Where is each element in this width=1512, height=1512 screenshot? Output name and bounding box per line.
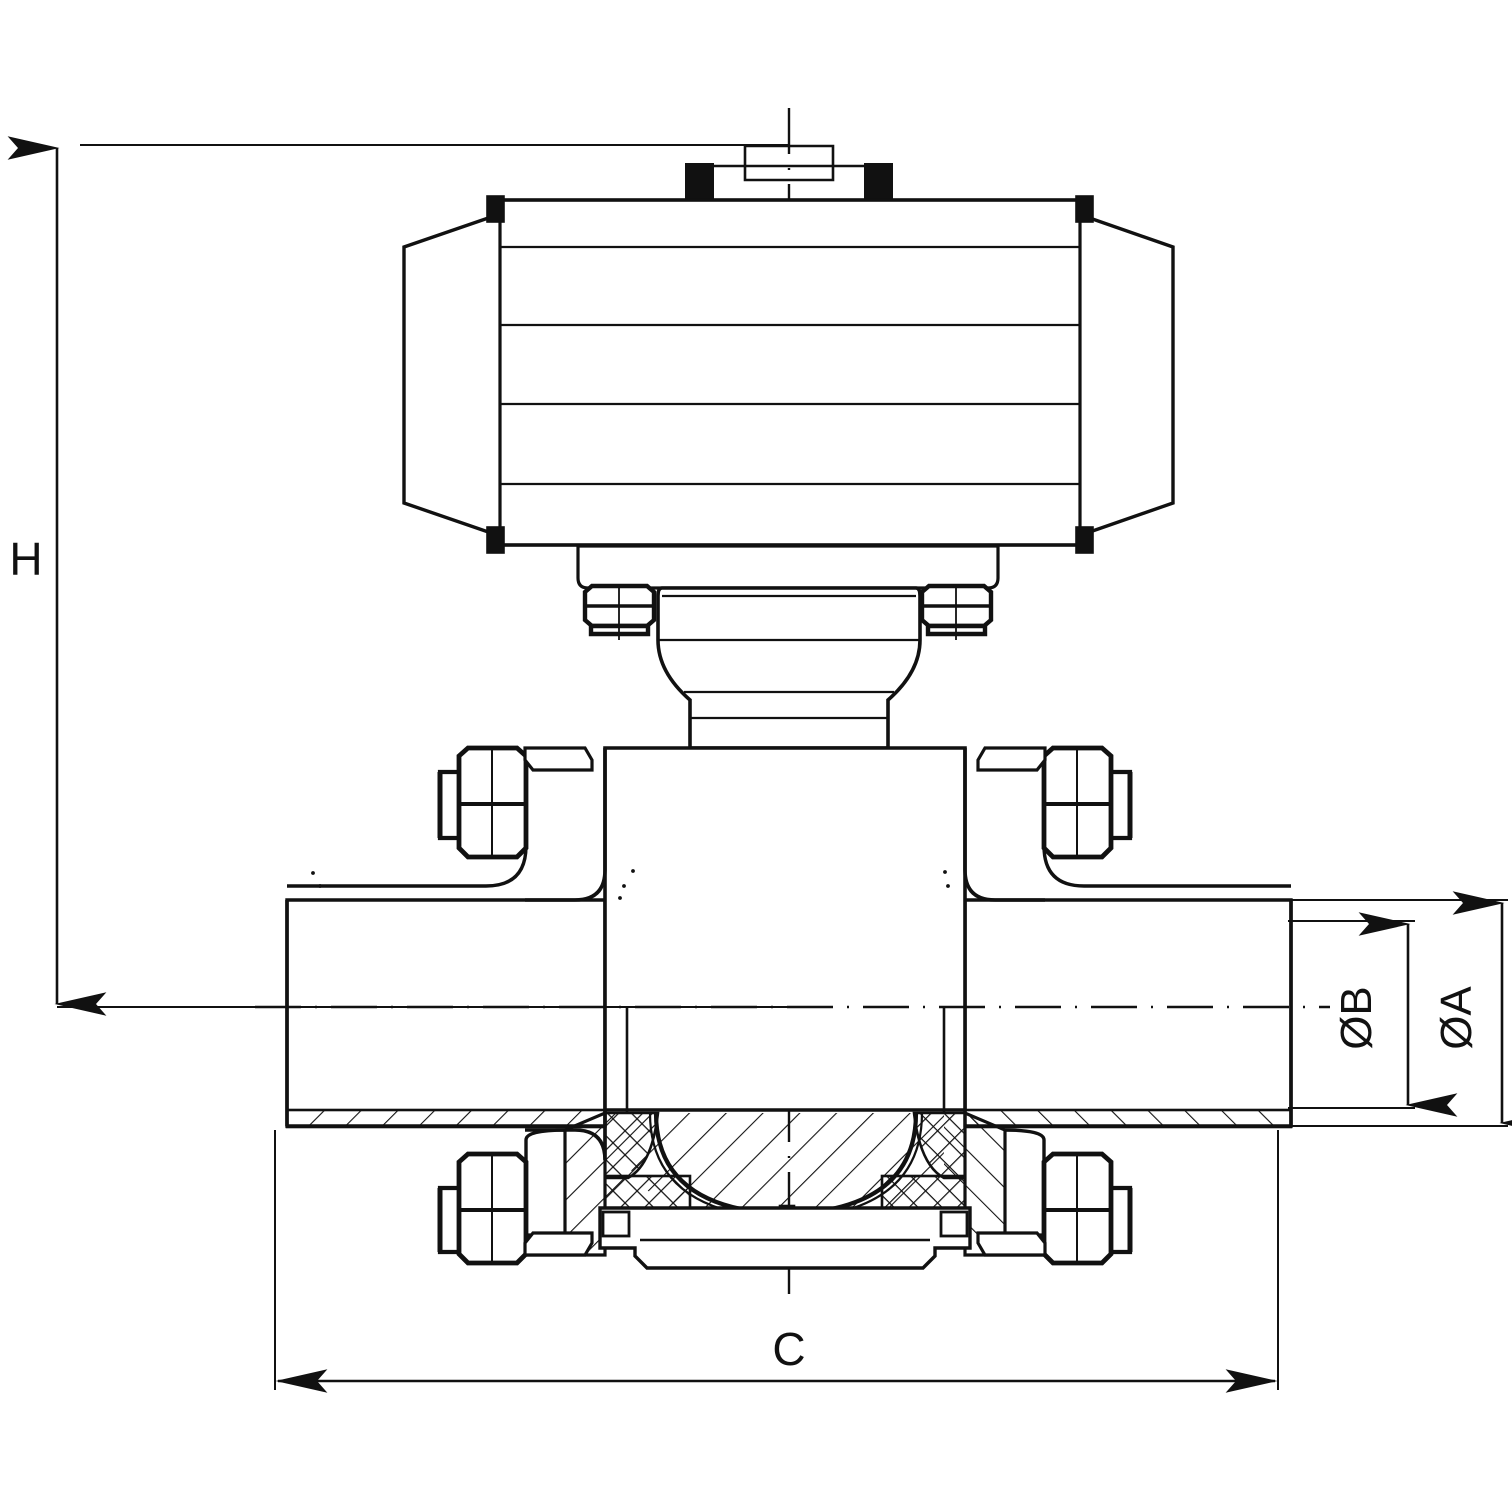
bracket-nut-left [582, 583, 657, 640]
pipe-end-left [285, 898, 607, 1129]
bracket-nut-right [919, 583, 994, 640]
body-bolt-upper-left [287, 745, 594, 888]
body-bolt-lower-right [976, 1128, 1133, 1266]
body-bolt-upper-right [976, 745, 1291, 888]
dimension-label-h: H [9, 533, 42, 585]
yoke-neck [656, 586, 922, 750]
actuator-end-cap-right [1080, 213, 1175, 537]
pneumatic-actuator-body [498, 198, 1082, 547]
pipe-end-right [963, 898, 1293, 1129]
dimension-h: H [7, 136, 790, 1016]
bottom-cover-plate [598, 1206, 972, 1270]
dimension-label-c: C [772, 1323, 805, 1375]
mounting-bracket [576, 544, 1000, 590]
dimension-c: C [274, 1130, 1279, 1393]
body-inner-walls [625, 1007, 946, 1112]
valve-seat-right [880, 1111, 967, 1210]
dimension-oa: ØA [1288, 891, 1512, 1135]
actuator-band-lines [500, 245, 1080, 486]
body-bolt-lower-left [437, 1128, 594, 1266]
dimension-label-oa: ØA [1432, 986, 1481, 1050]
actuator-end-cap-left [402, 213, 498, 537]
dimension-label-ob: ØB [1332, 986, 1381, 1050]
yoke-detail-lines [658, 594, 920, 720]
actuator-corner-bolts [486, 195, 1094, 554]
dimension-ob: ØB [1288, 912, 1458, 1117]
